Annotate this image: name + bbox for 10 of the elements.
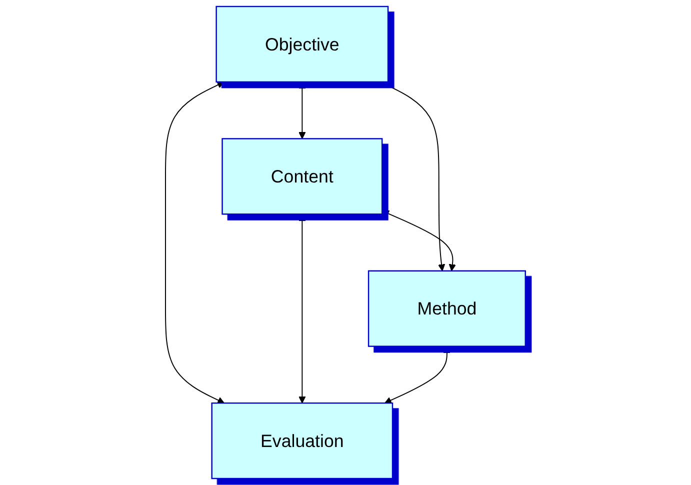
arrow [382,210,456,272]
node-box: Objective [216,6,389,83]
node-box: Method [368,270,526,347]
arrow [380,82,446,272]
arrow [384,346,451,404]
arrow [298,82,306,140]
arrow [165,82,225,404]
node-box: Evaluation [211,402,394,480]
arrow [298,214,306,404]
node-box: Content [222,138,383,215]
